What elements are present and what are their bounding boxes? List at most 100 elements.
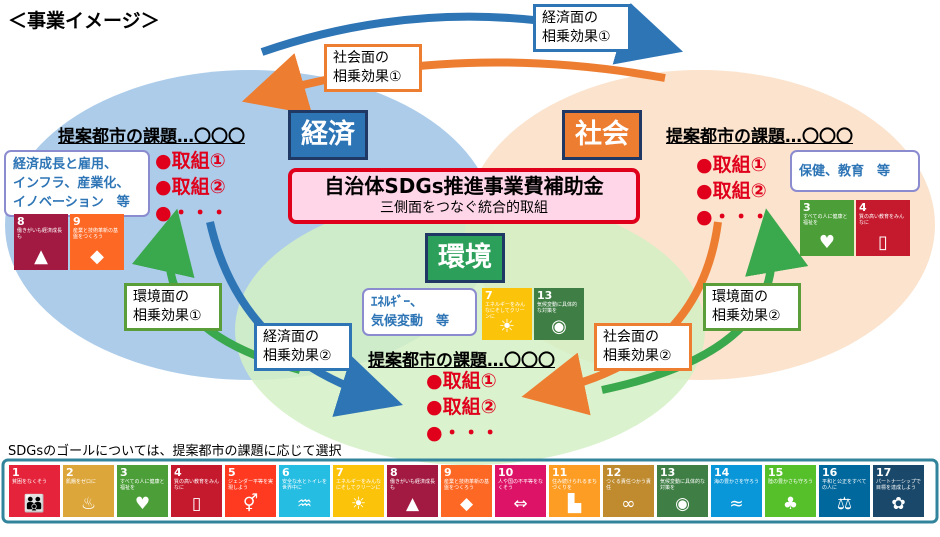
synergy-line: 相乗効果① [333, 69, 402, 85]
sdg-num: 13 [660, 466, 676, 479]
sdg-num: 9 [444, 466, 452, 479]
sdg-label: エネルギーをみんなにそしてクリーンに [485, 302, 526, 320]
sdg-num: 15 [768, 466, 784, 479]
sdg-num: 16 [822, 466, 838, 479]
synergy-line: 相乗効果① [542, 29, 611, 45]
sdg-label: つくる責任つかう責任 [606, 479, 651, 491]
arrow-social-to-econ-top [241, 53, 666, 115]
synergy-line: 相乗効果② [603, 348, 672, 364]
sdg-goal-icon: ▙ [567, 494, 582, 514]
sdg-label: 飢餓をゼロに [66, 479, 97, 485]
actions-society: ●取組① ●取組② ●・・・ [696, 152, 770, 230]
synergy-line: 経済面の [542, 10, 598, 26]
action-item: ●・・・ [696, 206, 770, 228]
action-item: ●取組① [155, 150, 226, 172]
focus-area-economy: 経済成長と雇用、 インフラ、産業化、 イノベーション 等 [4, 150, 150, 217]
sdg-label: エネルギーをみんなにそしてクリーンに [336, 479, 382, 491]
center-title: 自治体SDGs推進事業費補助金 [324, 174, 604, 198]
synergy-line: 相乗効果① [133, 308, 202, 324]
sdg-goal-icon: ≈ [729, 494, 744, 514]
sdg-icon-8-economy: 8 働きがいも経済成長も ▲ [14, 214, 68, 270]
sdg-num: 5 [228, 466, 236, 479]
sdg-num: 8 [390, 466, 398, 479]
page-title: ＜事業イメージ＞ [8, 10, 160, 32]
sdg-num: 12 [606, 466, 622, 479]
synergy-line: 環境面の [133, 289, 189, 305]
synergy-econ-top: 経済面の 相乗効果① [533, 4, 631, 52]
sdg-goal-icon: ✿ [891, 494, 906, 514]
eye-globe-icon: ◉ [551, 316, 567, 337]
pillar-economy: 経済 [288, 110, 368, 160]
sdg-label: 働きがいも経済成長も [390, 479, 436, 491]
focus-area-society: 保健、教育 等 [790, 150, 920, 192]
synergy-line: 環境面の [712, 289, 768, 305]
actions-economy: ●取組① ●取組② ●・・・ [155, 148, 229, 226]
sdg-goal-icon: ⚥ [242, 494, 259, 514]
sdg-goal-icon: ♨ [80, 494, 97, 514]
sdg-icon-4-society: 4 質の高い教育をみんなに ▯ [856, 200, 910, 256]
sdg-goal-icon: ▲ [405, 494, 420, 514]
sdg-label: 質の高い教育をみんなに [174, 479, 220, 491]
sdg-label: 質の高い教育をみんなに [859, 214, 905, 226]
synergy-line: 相乗効果② [263, 348, 332, 364]
synergy-line: 相乗効果② [712, 308, 781, 324]
sdg-label: 平和と公正をすべての人に [822, 479, 867, 491]
sdg-label: すべての人に健康と福祉を [120, 479, 165, 491]
sdg-label: 気候変動に具体的な対策を [537, 302, 578, 314]
sdg-num: 7 [485, 289, 493, 302]
sdg-label: 海の豊かさを守ろう [714, 479, 760, 485]
sdg-num: 10 [498, 466, 514, 479]
growth-icon: ▲ [34, 246, 48, 267]
sun-icon: ☀ [498, 316, 516, 337]
sdg-num: 4 [174, 466, 182, 479]
synergy-line: 社会面の [603, 329, 659, 345]
synergy-env-left: 環境面の 相乗効果① [124, 283, 222, 331]
sdg-label: 気候変動に具体的な対策を [660, 479, 706, 491]
pillar-society: 社会 [562, 110, 642, 160]
synergy-social-bottom: 社会面の 相乗効果② [594, 323, 692, 371]
focus-line: イノベーション 等 [13, 195, 130, 210]
action-item: ●取組① [426, 370, 497, 392]
book-icon: ▯ [878, 232, 888, 253]
sdg-num: 3 [120, 466, 128, 479]
sdg-label: 住み続けられるまちづくりを [552, 479, 598, 491]
action-item: ●取組① [696, 154, 767, 176]
sdg-label: 貧困をなくそう [12, 479, 48, 485]
sdg-num: 6 [282, 466, 290, 479]
sdg-strip-frame [1, 458, 939, 524]
cubes-icon: ◆ [90, 246, 104, 267]
focus-line: 経済成長と雇用、 [13, 157, 118, 172]
action-item: ●・・・ [155, 202, 229, 224]
action-item: ●取組② [696, 180, 767, 202]
focus-line: インフラ、産業化、 [13, 176, 130, 191]
focus-line: ｴﾈﾙｷﾞｰ、 [371, 295, 424, 310]
sdg-goal-icon: ♒ [296, 494, 313, 514]
sdg-num: 3 [803, 201, 811, 214]
action-item: ●・・・ [426, 422, 500, 444]
sdg-label: ジェンダー平等を実現しよう [228, 479, 274, 491]
footer-note: SDGsのゴールについては、提案都市の課題に応じて選択 [8, 444, 342, 459]
sdg-num: 17 [876, 466, 892, 479]
synergy-line: 社会面の [333, 50, 389, 66]
sdg-goal-icon: ♣ [782, 494, 799, 514]
action-item: ●取組② [426, 396, 497, 418]
sdg-label: 働きがいも経済成長も [17, 228, 63, 240]
focus-line: 気候変動 等 [371, 314, 450, 329]
center-box: 自治体SDGs推進事業費補助金 三側面をつなぐ統合的取組 [288, 168, 640, 224]
sdg-goal-icon: 👪 [23, 494, 46, 514]
action-item: ●取組② [155, 176, 226, 198]
sdg-label: 人や国の不平等をなくそう [498, 479, 544, 491]
